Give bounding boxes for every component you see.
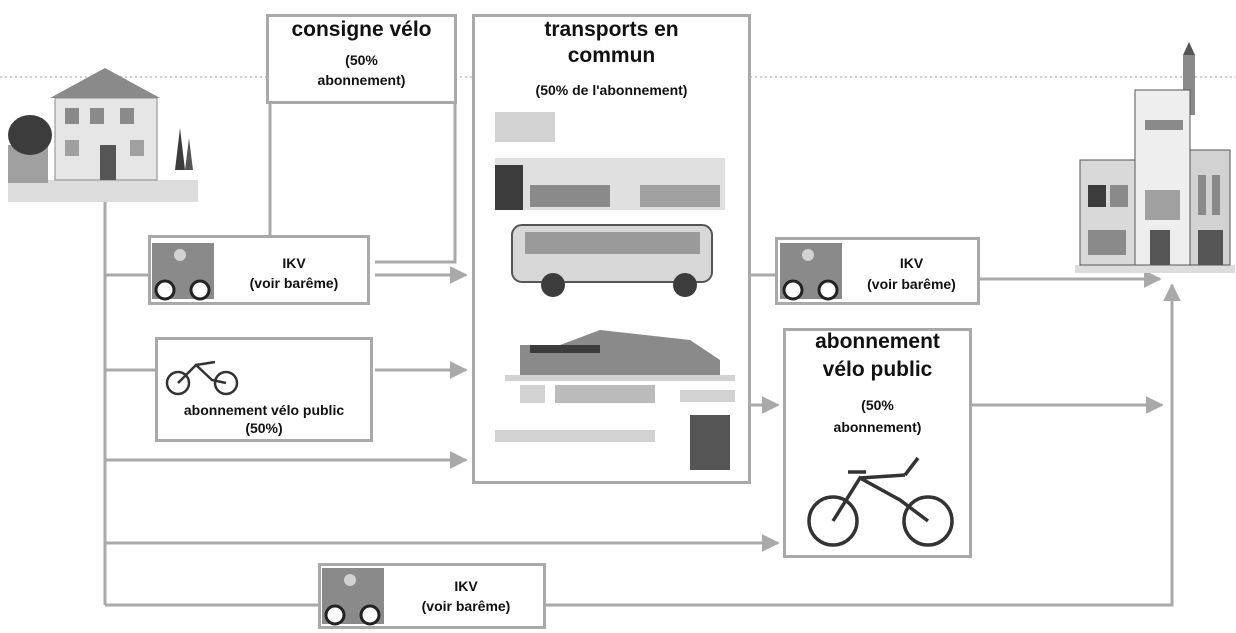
ikv-right-subtitle: (voir barême)	[867, 276, 956, 292]
cyclist-icon	[322, 568, 384, 626]
bicycle-icon	[165, 360, 239, 396]
ikv-right-title: IKV	[899, 255, 924, 271]
house-illustration	[8, 68, 198, 202]
transports-title-line1: transports en	[544, 18, 679, 41]
velo-public-big-title-line2: vélo public	[822, 358, 933, 381]
consigne-velo-subtitle-line1: (50%	[345, 52, 378, 68]
velo-public-small-box	[155, 337, 373, 442]
velo-public-big-title-line1: abonnement	[815, 330, 940, 353]
velo-public-small-title: abonnement vélo public	[183, 402, 345, 418]
ikv-bottom-subtitle: (voir barême)	[421, 598, 511, 614]
bicycle-icon	[807, 456, 954, 547]
velo-public-small-subtitle: (50%)	[245, 420, 283, 436]
cyclist-icon	[152, 243, 214, 301]
consigne-velo-box	[266, 14, 457, 104]
consigne-velo-title: consigne vélo	[291, 18, 432, 41]
ikv-top-title: IKV	[282, 255, 306, 271]
public-transport-illustration	[495, 112, 735, 470]
cyclist-icon	[780, 243, 842, 301]
transports-title-line2: commun	[567, 44, 656, 67]
velo-public-big-subtitle-line1: (50%	[861, 397, 894, 413]
velo-public-big-subtitle-line2: abonnement)	[833, 419, 922, 435]
transports-subtitle: (50% de l'abonnement)	[535, 82, 688, 98]
ikv-bottom-title: IKV	[454, 578, 478, 594]
consigne-velo-subtitle-line2: abonnement)	[317, 72, 406, 88]
velo-public-big-box	[783, 328, 972, 558]
ikv-top-subtitle: (voir barême)	[249, 275, 339, 291]
city-buildings-illustration	[1075, 42, 1235, 273]
